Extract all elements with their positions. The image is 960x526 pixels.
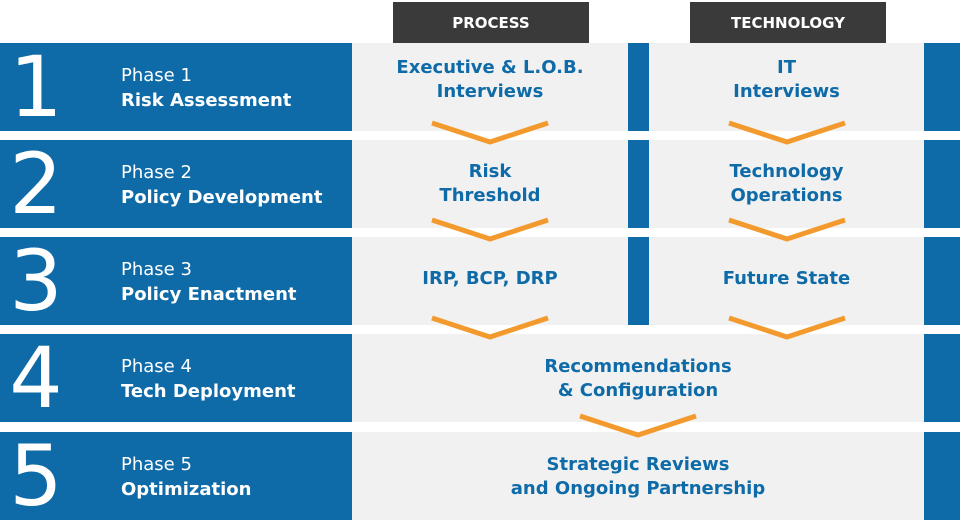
process-step: Executive & L.O.B. Interviews bbox=[352, 56, 628, 104]
technology-step-line: Interviews bbox=[733, 81, 840, 102]
phase-heading: Phase 3 Policy Enactment bbox=[121, 257, 296, 307]
process-step: IRP, BCP, DRP bbox=[352, 267, 628, 291]
chevron-down-icon bbox=[728, 217, 846, 242]
process-step-line: Executive & L.O.B. bbox=[396, 57, 584, 78]
phase-heading: Phase 2 Policy Development bbox=[121, 160, 322, 210]
phase-number: 5 bbox=[9, 427, 63, 525]
combined-step-line: & Configuration bbox=[557, 380, 719, 401]
phase-number: 4 bbox=[9, 329, 63, 427]
combined-step-line: and Ongoing Partnership bbox=[510, 478, 766, 499]
technology-step: Technology Operations bbox=[649, 160, 924, 208]
combined-panel bbox=[352, 334, 924, 422]
combined-step-line: Recommendations bbox=[544, 356, 732, 377]
phase-number: 1 bbox=[9, 38, 63, 136]
phase-number: 2 bbox=[9, 135, 63, 233]
phase-band bbox=[0, 237, 352, 325]
column-divider bbox=[628, 140, 649, 228]
phase-label: Phase 3 bbox=[121, 259, 192, 280]
header-technology: TECHNOLOGY bbox=[690, 2, 886, 43]
technology-step-line: Operations bbox=[730, 185, 843, 206]
chevron-down-icon bbox=[431, 217, 549, 242]
combined-step: Strategic Reviews and Ongoing Partnershi… bbox=[352, 453, 924, 501]
technology-step: IT Interviews bbox=[649, 56, 924, 104]
phase-label: Phase 4 bbox=[121, 356, 192, 377]
process-step-line: Risk bbox=[468, 161, 512, 182]
technology-step-line: Future State bbox=[722, 268, 851, 289]
column-divider bbox=[628, 237, 649, 325]
chevron-down-icon bbox=[431, 315, 549, 340]
phase-label: Phase 2 bbox=[121, 162, 192, 183]
phase-band bbox=[0, 432, 352, 520]
technology-step: Future State bbox=[649, 267, 924, 291]
process-panel bbox=[352, 43, 628, 131]
technology-panel bbox=[649, 140, 924, 228]
process-panel bbox=[352, 140, 628, 228]
phase-label: Phase 5 bbox=[121, 454, 192, 475]
phase-heading: Phase 1 Risk Assessment bbox=[121, 63, 291, 113]
phase-band bbox=[0, 140, 352, 228]
column-divider bbox=[628, 43, 649, 131]
combined-step-line: Strategic Reviews bbox=[546, 454, 730, 475]
phase-number: 3 bbox=[9, 232, 63, 330]
process-step-line: IRP, BCP, DRP bbox=[422, 268, 558, 289]
phase-title: Policy Enactment bbox=[121, 284, 297, 305]
right-edge-bar bbox=[924, 432, 960, 520]
process-step: Risk Threshold bbox=[352, 160, 628, 208]
header-process: PROCESS bbox=[393, 2, 589, 43]
process-step-line: Threshold bbox=[439, 185, 541, 206]
right-edge-bar bbox=[924, 334, 960, 422]
phase-title: Optimization bbox=[121, 479, 252, 500]
right-edge-bar bbox=[924, 140, 960, 228]
right-edge-bar bbox=[924, 237, 960, 325]
technology-step-line: IT bbox=[777, 57, 796, 78]
process-panel bbox=[352, 237, 628, 325]
process-step-line: Interviews bbox=[436, 81, 544, 102]
technology-panel bbox=[649, 237, 924, 325]
phase-title: Tech Deployment bbox=[121, 381, 296, 402]
chevron-down-icon bbox=[728, 315, 846, 340]
phase-band bbox=[0, 334, 352, 422]
phase-heading: Phase 5 Optimization bbox=[121, 452, 251, 502]
combined-step: Recommendations & Configuration bbox=[352, 355, 924, 403]
phase-band bbox=[0, 43, 352, 131]
phase-title: Risk Assessment bbox=[121, 90, 292, 111]
header-technology-label: TECHNOLOGY bbox=[731, 13, 845, 32]
header-process-label: PROCESS bbox=[452, 13, 530, 32]
phase-row-5: 5 Phase 5 Optimization Strategic Reviews… bbox=[0, 427, 960, 525]
phase-title: Policy Development bbox=[121, 187, 323, 208]
phase-row-4: 4 Phase 4 Tech Deployment Recommendation… bbox=[0, 329, 960, 427]
right-edge-bar bbox=[924, 43, 960, 131]
technology-step-line: Technology bbox=[729, 161, 844, 182]
chevron-down-icon bbox=[728, 120, 846, 145]
technology-panel bbox=[649, 43, 924, 131]
chevron-down-icon bbox=[431, 120, 549, 145]
phase-label: Phase 1 bbox=[121, 65, 192, 86]
chevron-down-icon bbox=[579, 413, 697, 438]
phase-row-1: 1 Phase 1 Risk Assessment Executive & L.… bbox=[0, 38, 960, 136]
phase-row-2: 2 Phase 2 Policy Development Risk Thresh… bbox=[0, 135, 960, 233]
phase-heading: Phase 4 Tech Deployment bbox=[121, 354, 296, 404]
combined-panel bbox=[352, 432, 924, 520]
phase-row-3: 3 Phase 3 Policy Enactment IRP, BCP, DRP… bbox=[0, 232, 960, 330]
